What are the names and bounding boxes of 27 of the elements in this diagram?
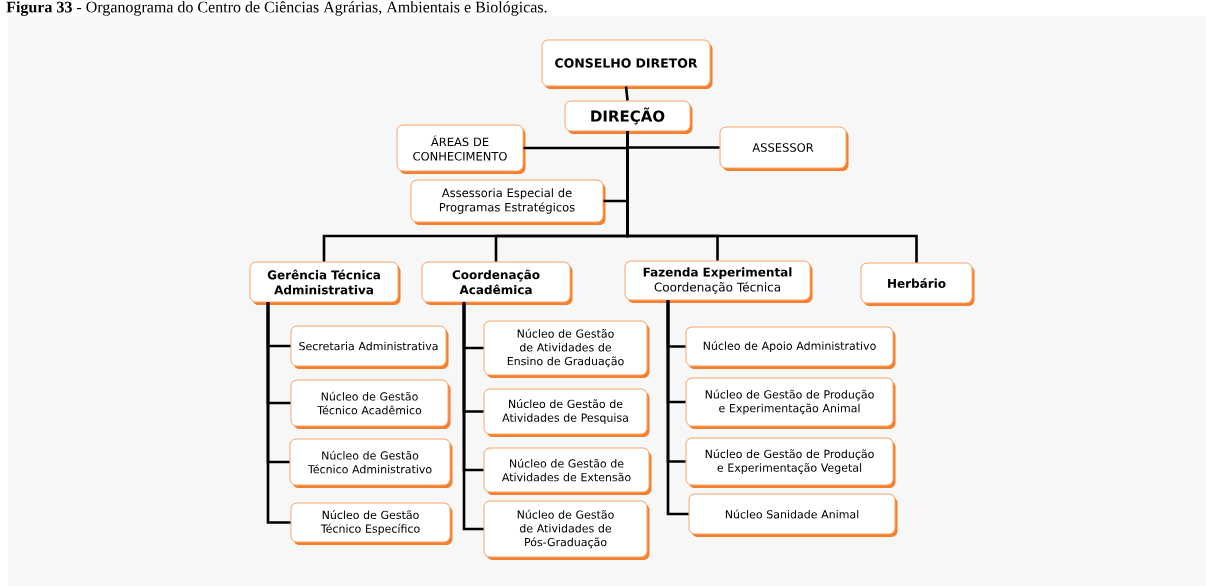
- connector-line: [666, 300, 689, 516]
- org-box: Fazenda Experimental Coordenação Técnica: [624, 260, 813, 303]
- org-box: Núcleo de Gestão Técnico Administrativo: [289, 438, 453, 488]
- org-box: ÁREAS DE CONHECIMENTO: [396, 124, 526, 174]
- connector-line: [462, 302, 484, 531]
- org-box: ASSESSOR: [719, 126, 849, 171]
- figure-title: Figura 33 - Organograma do Centro de Ciências Agrárias, Ambientais e Biológicas.: [6, 1, 547, 16]
- org-box: DIREÇÃO: [564, 100, 693, 134]
- connector-line: [624, 86, 629, 101]
- connector-line: [626, 131, 918, 263]
- org-box: CONSELHO DIRETOR: [541, 39, 713, 89]
- org-box: Coordenação Acadêmica: [421, 261, 573, 305]
- org-box: Núcleo de Gestão de Atividades de Extensão: [483, 447, 652, 495]
- org-box: Núcleo de Gestão de Atividades de Ensino de Graduação: [483, 320, 650, 378]
- org-box: Núcleo de Apoio Administrativo: [685, 326, 896, 369]
- org-box: Núcleo de Gestão Técnico Específico: [290, 502, 453, 545]
- org-box: Secretaria Administrativa: [290, 325, 449, 369]
- org-box: Núcleo de Gestão de Produção e Experimentação Animal: [685, 377, 896, 429]
- org-box: Núcleo de Gestão de Atividades de Pesquisa: [483, 388, 650, 437]
- org-box: Núcleo de Gestão Técnico Acadêmico: [290, 379, 451, 429]
- org-box: Assessoria Especial de Programas Estratégicos: [410, 179, 606, 225]
- org-box: Herbário: [860, 262, 975, 306]
- org-box: Núcleo Sanidade Animal: [688, 493, 898, 537]
- org-box: Núcleo de Gestão de Atividades de Pós-Graduação: [483, 500, 650, 560]
- org-box: Gerência Técnica Administrativa: [249, 261, 401, 305]
- connector-line: [266, 302, 291, 524]
- org-box: Núcleo de Gestão de Produção e Experimentação Vegetal: [685, 437, 896, 488]
